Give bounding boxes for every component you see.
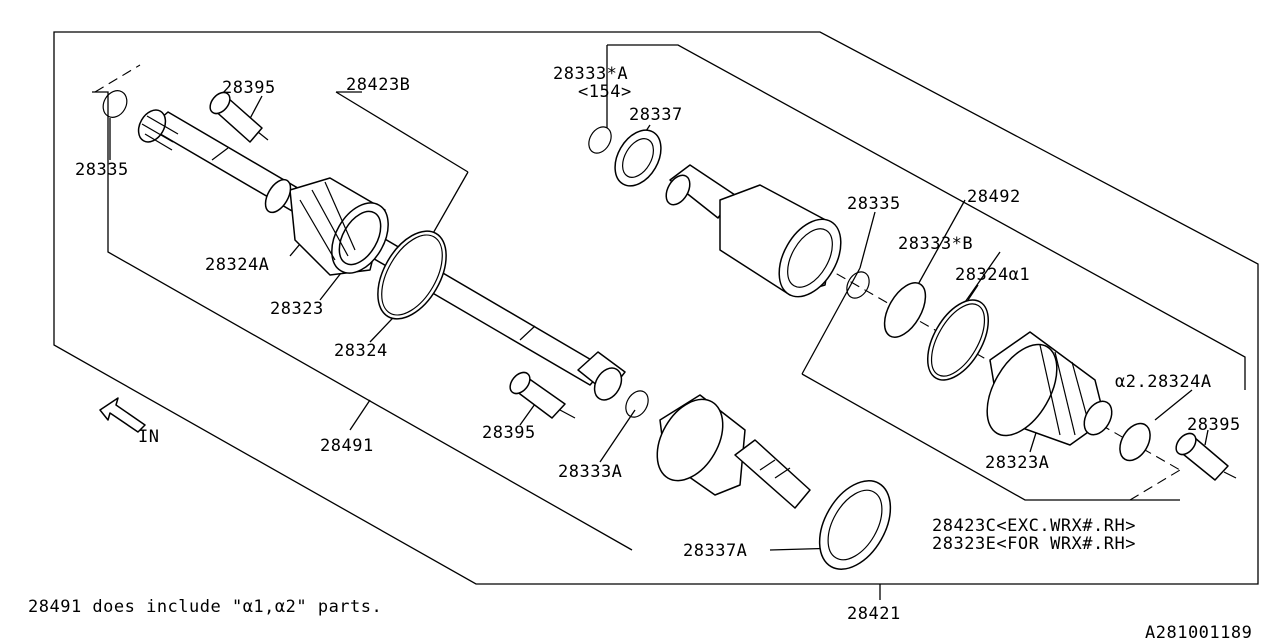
label-28337A: 28337A [683,541,747,561]
label-28491: 28491 [320,436,374,456]
spline-left [137,109,179,151]
leader-28324A-a2 [1154,389,1193,421]
outer-cv-joint [656,394,811,509]
grease-tube-28395-b [509,371,576,419]
assembly-frame [53,31,1259,585]
label-28492: 28492 [967,187,1021,207]
band-28324A-a2 [1119,422,1151,462]
label-28395-a: 28395 [222,78,276,98]
boot-28323A [986,331,1113,446]
seal-28337 [614,129,662,187]
circlip-28333A [625,390,649,418]
label-28324a1: 28324α1 [955,265,1030,285]
label-28333A: 28333A [558,462,622,482]
centerline-right-end [1129,469,1181,501]
snap-ring-28333starB [883,282,927,338]
centerline-left-top [94,64,141,93]
band-28324A-small [264,178,292,214]
label-28423C: 28423C<EXC.WRX#.RH> [932,516,1136,536]
leader-28395-c [1204,429,1209,446]
label-28335-a: 28335 [75,160,129,180]
bracket-28491 [92,91,633,551]
spline-right [577,351,626,401]
label-28337: 28337 [629,105,683,125]
label-28323E: 28323E<FOR WRX#.RH> [932,534,1136,554]
diagram-id: A281001189 [1145,623,1252,640]
seal-28337A-inner [827,489,883,561]
label-28324A-a: 28324A [205,255,269,275]
centerline-right [794,249,1181,471]
footnote: 28491 does include "α1,α2" parts. [28,597,382,617]
seal-28337-inner [622,138,654,178]
band-28324a1 [926,299,990,381]
bracket-28423C-left [801,267,861,375]
label-28421: 28421 [847,604,901,624]
shaft-step-2 [519,325,536,341]
label-28333starB: 28333*B [898,234,973,254]
leader-28333A [599,409,636,463]
label-28323: 28323 [270,299,324,319]
label-28423B: 28423B [346,75,410,95]
label-28324: 28324 [334,341,388,361]
label-28395-c: 28395 [1187,415,1241,435]
circlip-28335-right [846,271,870,299]
direction-label: IN [138,427,159,447]
label-28324A-a2: α2.28324A [1115,372,1212,392]
label-28333starA: 28333*A [553,64,628,84]
leader-28324a1 [967,284,979,301]
band-28324-inner [381,234,443,316]
grease-tube-28395-c [1175,432,1237,481]
seal-28337A [818,480,892,570]
band-28324a1-inner [930,303,986,377]
leader-28335-b [859,211,876,269]
shaft-step-1 [211,147,229,161]
circlip-28333starA [588,126,612,154]
direction-arrow-icon [99,397,146,433]
grease-tube-28395-a [209,91,269,143]
bracket-28423C [801,373,1180,501]
label-28323A: 28323A [985,453,1049,473]
leader-28491 [349,399,371,431]
bracket-28423B [335,91,469,173]
circlip-28335-left [102,90,128,118]
label-154: <154> [578,82,632,102]
inner-housing [665,164,842,298]
boot-28323 [289,177,389,276]
band-28324-large [377,230,447,320]
label-28335-b: 28335 [847,194,901,214]
leader-28492 [914,199,966,291]
label-28395-b: 28395 [482,423,536,443]
bracket-28492 [607,44,1246,390]
